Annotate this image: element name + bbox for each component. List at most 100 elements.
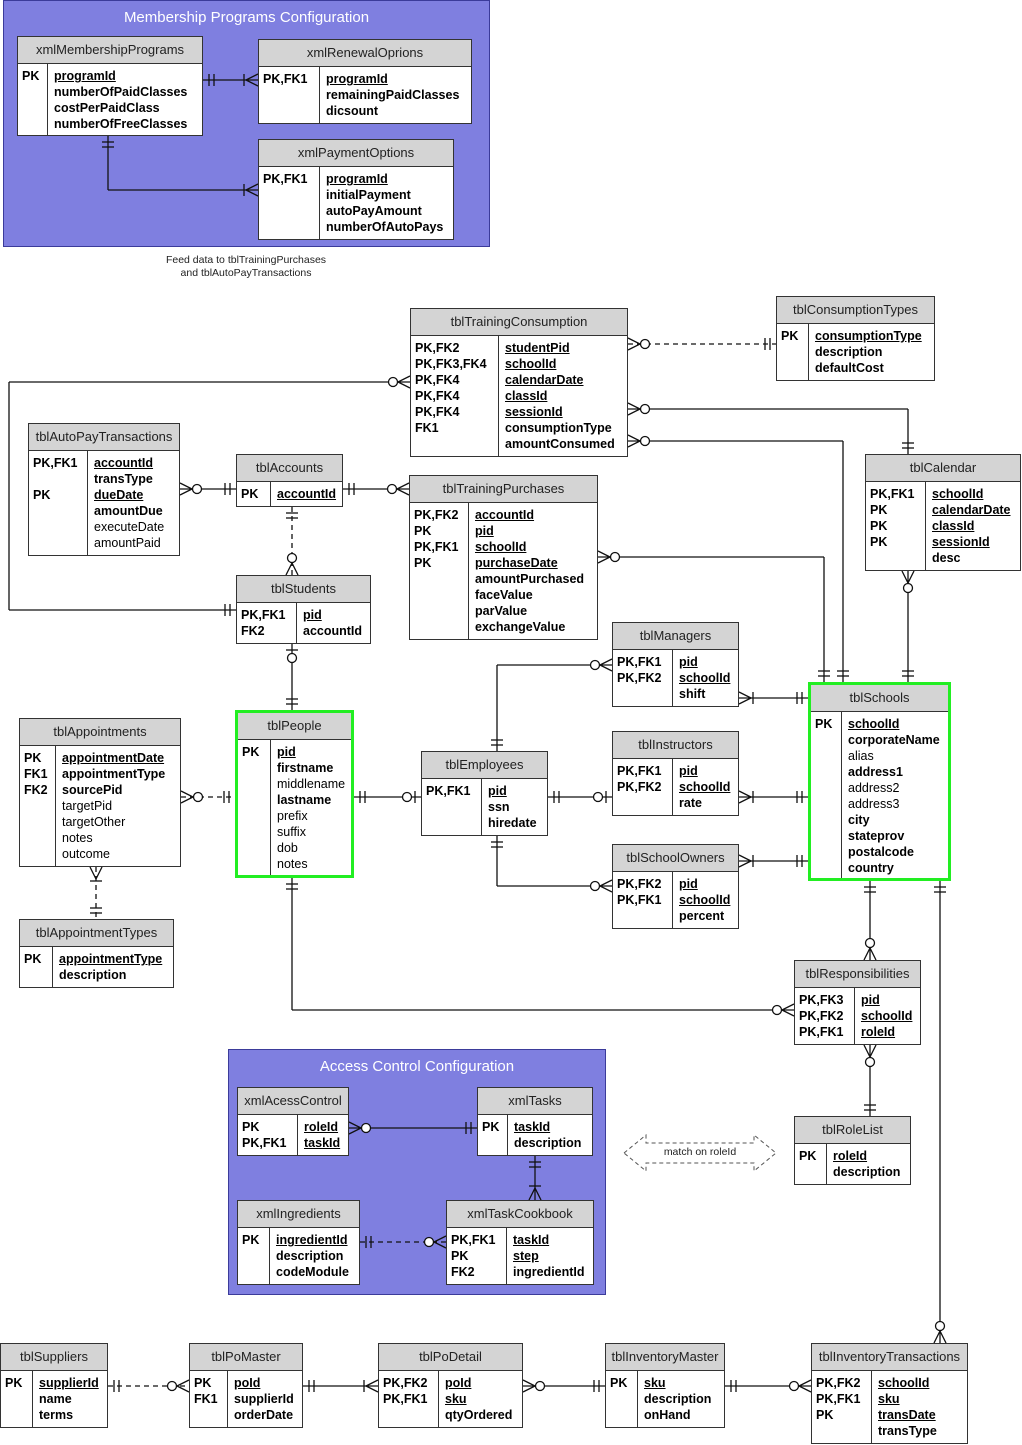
key-label: [33, 503, 83, 519]
attribute-field: appointmentDate: [62, 751, 165, 765]
attribute-field: poId: [234, 1376, 261, 1390]
attribute-field: sku: [644, 1376, 666, 1390]
attribute-field: step: [513, 1249, 539, 1263]
attribute-field: accountId: [475, 508, 535, 522]
key-label: [414, 603, 464, 619]
key-column: PK,FK1: [259, 167, 320, 239]
entity-title: tblPoDetail: [379, 1344, 522, 1371]
attribute-column: accountId: [271, 482, 340, 506]
key-label: [22, 116, 43, 132]
key-label: [414, 587, 464, 603]
entity-title: tblSuppliers: [1, 1344, 107, 1371]
entity-title: tblEmployees: [422, 752, 547, 779]
key-label: [242, 856, 266, 872]
attribute-field: firstname: [277, 761, 334, 775]
key-label: [426, 799, 477, 815]
attribute-field: qtyOrdered: [445, 1408, 513, 1422]
key-label: [815, 748, 837, 764]
attribute-field: transType: [94, 472, 153, 486]
key-label: PK,FK2: [415, 341, 460, 355]
key-label: [242, 792, 266, 808]
attribute-field: initialPayment: [326, 188, 411, 202]
key-label: PK,FK1: [451, 1233, 496, 1247]
key-label: [415, 436, 494, 452]
attribute-field: address3: [848, 797, 900, 811]
attribute-field: classId: [505, 389, 548, 403]
attribute-field: numberOfPaidClasses: [54, 85, 188, 99]
key-label: [610, 1407, 633, 1423]
key-label: [242, 776, 266, 792]
key-label: PK,FK4: [415, 389, 460, 403]
key-label: PK,FK2: [617, 780, 662, 794]
entity-title: xmlRenewalOprions: [259, 40, 471, 67]
key-label: PK: [33, 488, 51, 502]
attribute-field: desc: [932, 551, 961, 565]
entity-title: xmlTasks: [478, 1088, 592, 1115]
key-label: [24, 814, 51, 830]
entity-title: tblPeople: [238, 713, 351, 740]
key-column: PK: [20, 947, 53, 987]
attribute-field: percent: [679, 909, 725, 923]
attribute-field: supplierId: [39, 1376, 99, 1390]
attribute-field: dob: [277, 841, 298, 855]
attribute-field: address2: [848, 781, 900, 795]
attribute-field: shift: [679, 687, 706, 701]
key-label: [815, 764, 837, 780]
attribute-field: programId: [326, 172, 388, 186]
attribute-field: taskId: [304, 1136, 341, 1150]
key-label: PK: [24, 751, 42, 765]
attribute-field: stateprov: [848, 829, 905, 843]
entity-title: xmlAcessControl: [238, 1088, 348, 1115]
entity-title: tblInventoryMaster: [606, 1344, 724, 1371]
key-label: FK1: [415, 421, 439, 435]
entity-title: tblResponsibilities: [795, 961, 920, 988]
attribute-field: targetPid: [62, 799, 113, 813]
attribute-field: accountId: [94, 456, 154, 470]
attribute-field: description: [276, 1249, 344, 1263]
attribute-field: numberOfAutoPays: [326, 220, 444, 234]
attribute-field: sessionId: [932, 535, 990, 549]
key-label: PK,FK1: [263, 172, 308, 186]
attribute-field: dueDate: [94, 488, 144, 502]
key-label: PK,FK1: [33, 456, 78, 470]
attribute-field: schoolId: [475, 540, 527, 554]
attribute-field: dicsount: [326, 104, 379, 118]
attribute-field: ingredientId: [276, 1233, 348, 1247]
attribute-field: studentPid: [505, 341, 570, 355]
key-label: [815, 732, 837, 748]
key-label: [426, 815, 477, 831]
key-label: PK,FK2: [617, 671, 662, 685]
